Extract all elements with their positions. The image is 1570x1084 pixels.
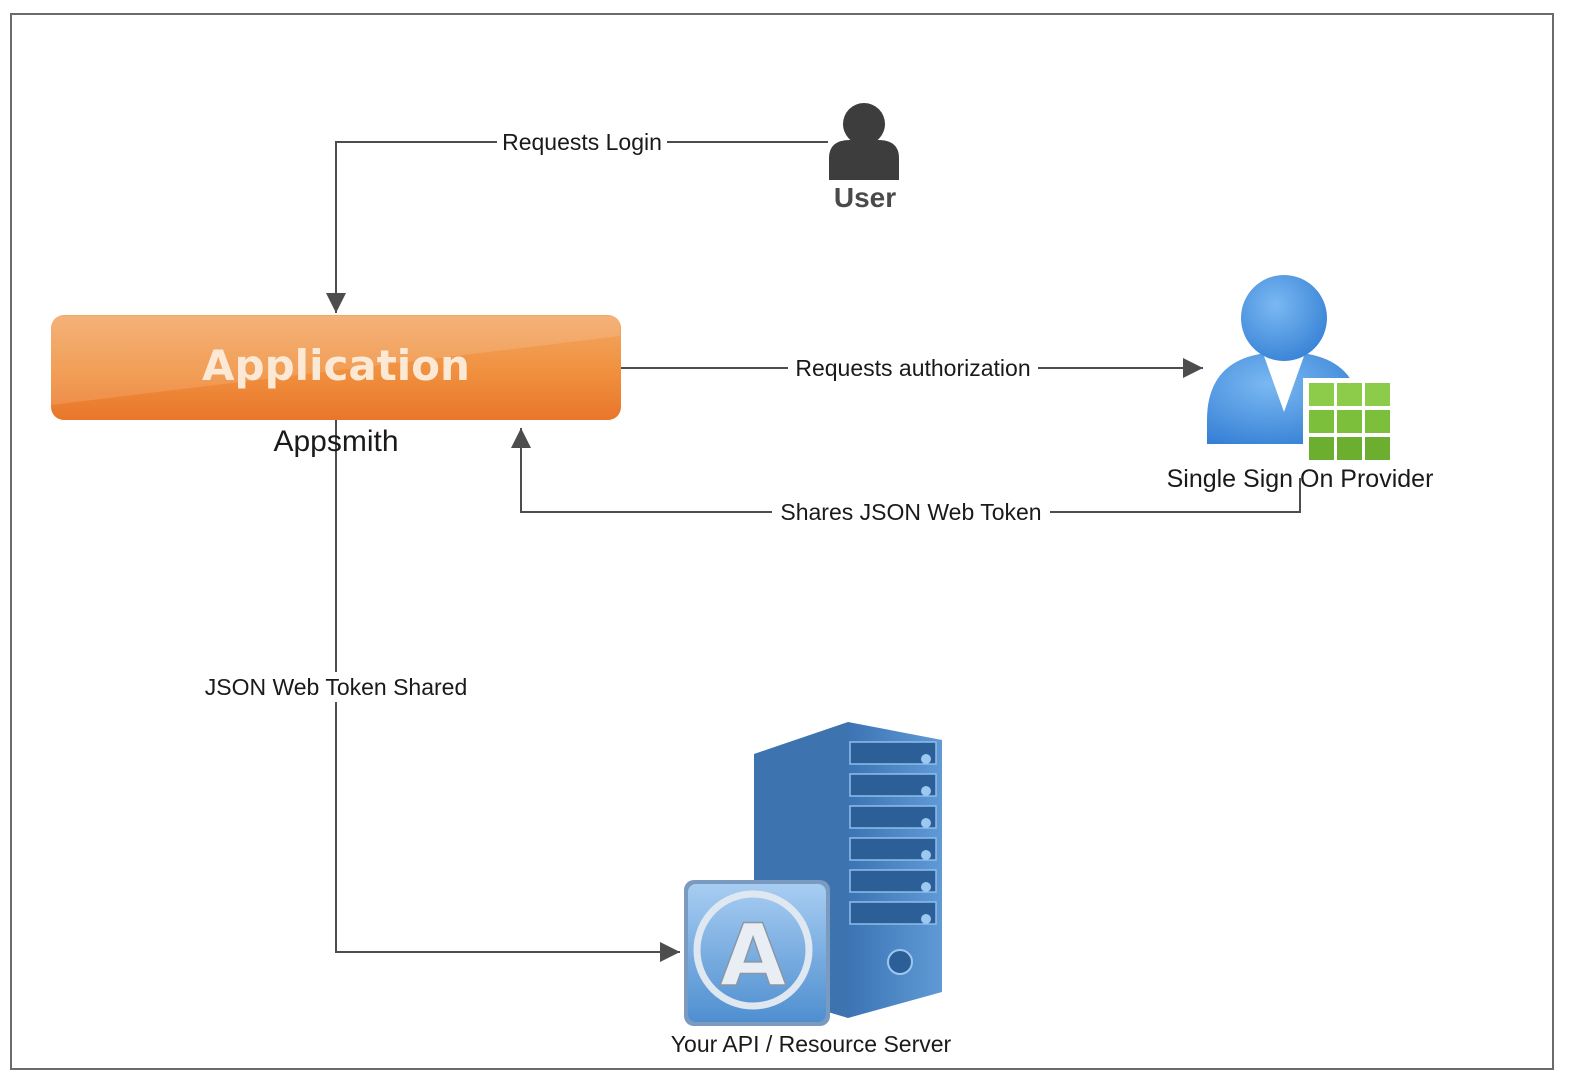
sso-node[interactable]: Single Sign On Provider [1167,275,1434,493]
edge-requests-login: Requests Login [326,127,828,313]
grid-icon [1303,378,1395,466]
user-node[interactable]: User [829,103,899,213]
application-node[interactable]: Application Appsmith [51,315,621,458]
edge-shares-jwt: Shares JSON Web Token [511,428,1301,527]
server-node[interactable]: A Your API / Resource Server [671,722,952,1057]
edge-label-requests-authorization: Requests authorization [795,355,1030,381]
sso-label: Single Sign On Provider [1167,465,1434,493]
application-caption: Appsmith [273,425,398,458]
user-label: User [834,182,896,213]
a-badge-icon: A [684,880,830,1026]
application-title: Application [202,341,470,390]
edge-label-requests-login: Requests Login [502,129,662,155]
edge-requests-authorization: Requests authorization [621,353,1203,383]
application-box [51,315,621,420]
edge-label-shares-jwt: Shares JSON Web Token [780,499,1041,525]
diagram-frame [10,13,1554,1070]
server-label: Your API / Resource Server [671,1031,952,1057]
edge-jwt-shared: JSON Web Token Shared [196,420,680,962]
server-badge-letter: A [720,906,787,1006]
edge-label-jwt-shared: JSON Web Token Shared [205,674,468,700]
user-icon [829,103,899,180]
